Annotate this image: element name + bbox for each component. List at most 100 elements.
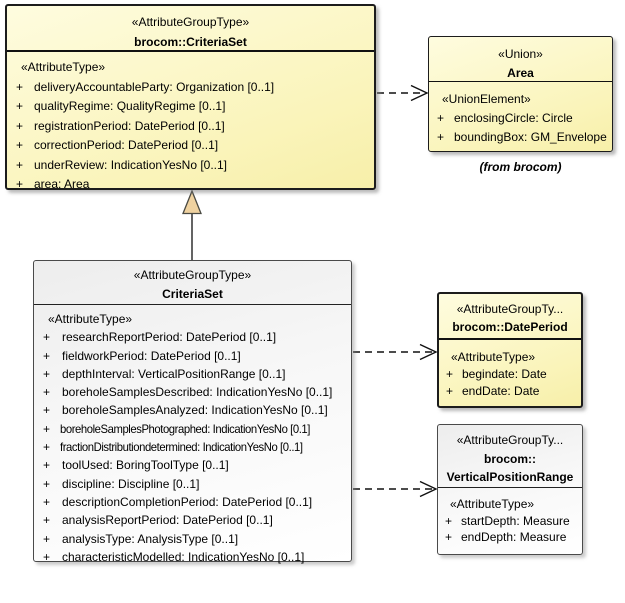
class-header: «AttributeGroupType» brocom::CriteriaSet	[7, 6, 374, 52]
class-header: «AttributeGroupTy... brocom::DatePeriod	[439, 294, 581, 340]
visibility-plus: +	[16, 79, 24, 94]
attributes-compartment: «AttributeType» + startDepth: Measure + en…	[438, 488, 582, 546]
attribute-text: enclosingCircle: Circle	[454, 111, 573, 125]
attribute-text: analysisType: AnalysisType [0..1]	[62, 531, 239, 546]
attribute-text: boreholeSamplesDescribed: IndicationYesN…	[62, 385, 333, 400]
attribute-row: + depthInterval: VerticalPositionRange [0…	[34, 365, 351, 383]
visibility-plus: +	[16, 157, 24, 172]
attribute-row: + boreholeSamplesAnalyzed: IndicationYesN…	[34, 401, 351, 419]
class-name-line1: brocom::	[484, 451, 536, 466]
visibility-plus: +	[16, 177, 24, 191]
attributes-compartment: «AttributeType» + deliveryAccountablePart…	[7, 52, 374, 195]
attribute-row: +begindate: Date	[439, 366, 581, 383]
visibility-plus: +	[445, 530, 453, 544]
attribute-text: endDepth: Measure	[461, 530, 567, 544]
visibility-plus: +	[43, 348, 51, 363]
attribute-row: + endDepth: Measure	[438, 529, 582, 546]
class-box-brocom-criteriaset[interactable]: «AttributeGroupType» brocom::CriteriaSet…	[5, 4, 376, 191]
visibility-plus: +	[16, 118, 24, 133]
attribute-text: area: Area	[34, 177, 90, 191]
section-label: «AttributeType»	[21, 60, 106, 74]
attributes-compartment: «AttributeType» + researchReportPeriod: D…	[34, 305, 351, 566]
attribute-row: + boreholeSamplesPhotographed: Indication…	[34, 420, 351, 438]
class-box-brocom-dateperiod[interactable]: «AttributeGroupTy... brocom::DatePeriod …	[437, 292, 583, 408]
attribute-text: boundingBox: GM_Envelope	[454, 130, 607, 144]
attribute-row: +qualityRegime: QualityRegime [0..1]	[7, 97, 374, 117]
attribute-text: characteristicModelled: IndicationYesNo …	[62, 549, 305, 564]
attribute-row: + enclosingCircle: Circle	[429, 109, 612, 128]
attribute-row: +characteristicModelled: IndicationYesNo…	[34, 548, 351, 566]
attribute-text: researchReportPeriod: DatePeriod [0..1]	[62, 330, 277, 345]
attribute-text: discipline: Discipline [0..1]	[62, 476, 200, 491]
class-header: «AttributeGroupTy... brocom:: VerticalPo…	[438, 425, 582, 488]
class-box-criteriaset[interactable]: «AttributeGroupType» CriteriaSet «Attrib…	[33, 260, 352, 564]
attribute-row: + boundingBox: GM_Envelope	[429, 128, 612, 147]
attribute-text: startDepth: Measure	[461, 513, 570, 528]
visibility-plus: +	[43, 476, 51, 491]
attribute-text: analysisReportPeriod: DatePeriod [0..1]	[62, 513, 273, 528]
attribute-text: deliveryAccountableParty: Organization […	[34, 79, 275, 94]
from-package-caption: (from brocom)	[479, 160, 562, 174]
visibility-plus: +	[16, 99, 24, 113]
visibility-plus: +	[437, 111, 445, 125]
attribute-text: fractionDistributiondetermined: Indicati…	[60, 440, 303, 455]
class-header: «AttributeGroupType» CriteriaSet	[34, 261, 351, 305]
visibility-plus: +	[16, 138, 24, 152]
attribute-row: + boreholeSamplesDescribed: IndicationYes…	[34, 383, 351, 401]
attribute-text: registrationPeriod: DatePeriod [0..1]	[34, 118, 225, 133]
visibility-plus: +	[43, 513, 51, 528]
attribute-row: + area: Area	[7, 175, 374, 195]
stereotype-label: «AttributeGroupType»	[133, 268, 252, 282]
section-label: «AttributeType»	[48, 312, 133, 326]
attribute-row: + analysisType: AnalysisType [0..1]	[34, 530, 351, 548]
visibility-plus: +	[43, 421, 51, 436]
attribute-row: + fractionDistributiondetermined: Indicat…	[34, 438, 351, 456]
attribute-row: + correctionPeriod: DatePeriod [0..1]	[7, 136, 374, 156]
visibility-plus: +	[43, 366, 51, 381]
attribute-row: + researchReportPeriod: DatePeriod [0..1]	[34, 328, 351, 346]
visibility-plus: +	[43, 403, 51, 418]
attribute-row: +descriptionCompletionPeriod: DatePeriod…	[34, 493, 351, 511]
attribute-row: + fieldworkPeriod: DatePeriod [0..1]	[34, 347, 351, 365]
visibility-plus: +	[43, 385, 51, 400]
class-name: brocom::CriteriaSet	[134, 35, 247, 49]
attribute-text: depthInterval: VerticalPositionRange [0.…	[62, 366, 286, 381]
visibility-plus: +	[445, 513, 453, 528]
class-header: «Union» Area	[429, 37, 612, 82]
attribute-row: + registrationPeriod: DatePeriod [0..1]	[7, 117, 374, 137]
stereotype-label: «AttributeGroupTy...	[456, 433, 564, 447]
stereotype-label: «AttributeGroupType»	[131, 15, 250, 29]
attributes-compartment: «UnionElement» +enclosingCircle: Circle …	[429, 82, 612, 147]
attribute-text: boreholeSamplesAnalyzed: IndicationYesNo…	[62, 403, 328, 418]
attribute-text: underReview: IndicationYesNo [0..1]	[34, 157, 228, 172]
class-name-line2: VerticalPositionRange	[446, 470, 574, 484]
visibility-plus: +	[43, 440, 51, 455]
visibility-plus: +	[43, 531, 51, 546]
generalization-arrow	[182, 189, 202, 260]
dependency-arrow-verticalpositionrange	[353, 480, 438, 498]
class-box-area[interactable]: «Union» Area «UnionElement» +enclosingCi…	[428, 36, 613, 152]
dependency-arrow-area	[377, 84, 429, 102]
dependency-arrow-dateperiod	[353, 343, 438, 361]
class-name: CriteriaSet	[162, 287, 223, 301]
class-box-brocom-verticalpositionrange[interactable]: «AttributeGroupTy... brocom:: VerticalPo…	[437, 424, 583, 555]
visibility-plus: +	[446, 384, 454, 398]
attribute-row: + analysisReportPeriod: DatePeriod [0..1]	[34, 511, 351, 529]
stereotype-label: «AttributeGroupTy...	[456, 302, 564, 316]
attribute-row: + underReview: IndicationYesNo [0..1]	[7, 156, 374, 176]
section-label: «AttributeType»	[450, 497, 535, 511]
attributes-compartment: «AttributeType» +begindate: Date +endDat…	[439, 340, 581, 400]
attribute-text: boreholeSamplesPhotographed: IndicationY…	[60, 421, 310, 436]
visibility-plus: +	[437, 130, 445, 144]
attribute-row: + deliveryAccountableParty: Organization …	[7, 78, 374, 98]
attribute-row: +toolUsed: BoringToolType [0..1]	[34, 456, 351, 474]
attribute-text: fieldworkPeriod: DatePeriod [0..1]	[62, 348, 241, 363]
stereotype-label: «Union»	[498, 47, 543, 61]
visibility-plus: +	[43, 494, 51, 509]
visibility-plus: +	[43, 330, 51, 345]
visibility-plus: +	[43, 458, 51, 473]
class-name: Area	[507, 66, 534, 80]
attribute-text: correctionPeriod: DatePeriod [0..1]	[34, 138, 219, 152]
